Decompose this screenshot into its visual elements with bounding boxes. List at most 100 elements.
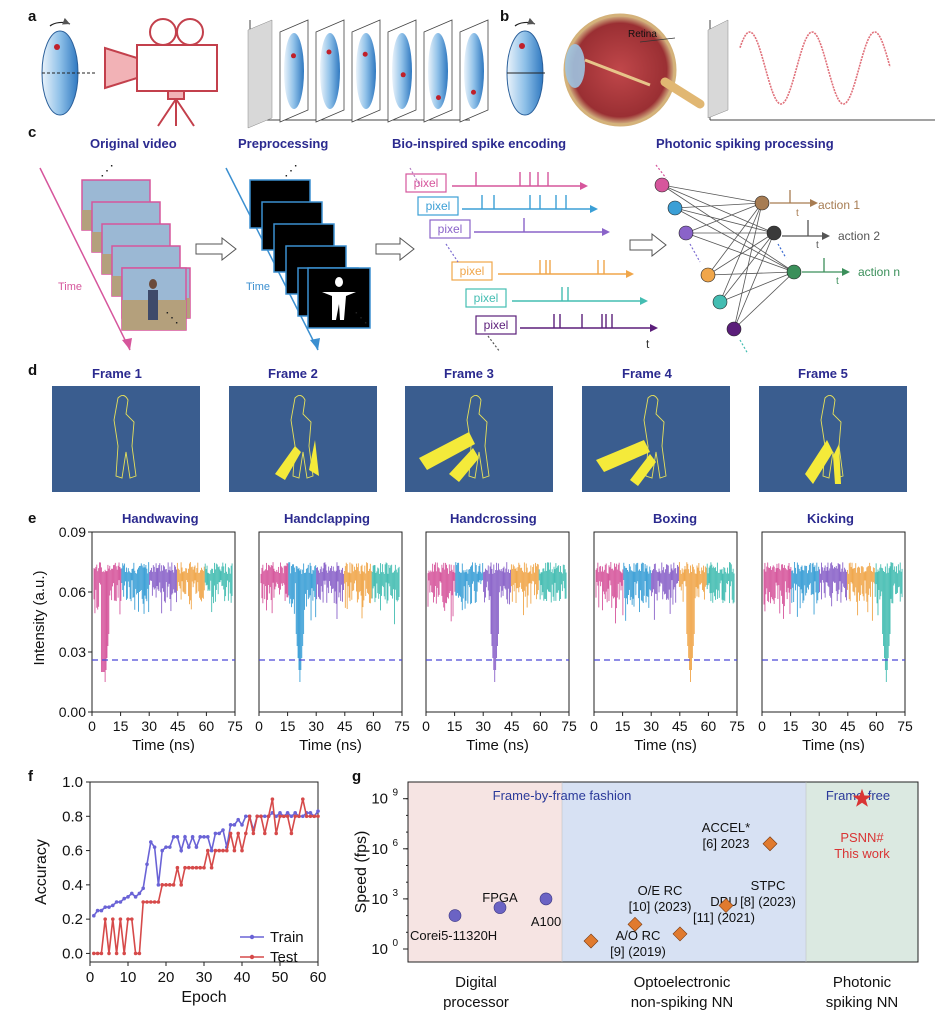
category-label: spiking NN bbox=[826, 994, 899, 1011]
action-label-2: action 2 bbox=[838, 229, 880, 243]
action-t-n: t bbox=[836, 276, 839, 287]
y-tick-exponent: 0 bbox=[392, 938, 398, 949]
plot-frame bbox=[91, 531, 236, 713]
series-point bbox=[209, 848, 214, 853]
series-point bbox=[225, 848, 229, 853]
panel-b-rotating-disc bbox=[506, 17, 545, 116]
series-point bbox=[236, 817, 240, 822]
series-point bbox=[103, 917, 107, 921]
action-t-1: t bbox=[796, 208, 799, 219]
panel-b-sine-plot bbox=[707, 19, 935, 121]
x-axis-label: Time (ns) bbox=[802, 737, 865, 754]
y-tick-exponent: 9 bbox=[392, 788, 398, 799]
x-tick-label: 0 bbox=[758, 718, 766, 734]
frame-background bbox=[52, 386, 200, 492]
silhouette-outline bbox=[643, 395, 667, 479]
spike-dots-top bbox=[409, 167, 421, 187]
legend-label: Train bbox=[270, 929, 304, 946]
series-point bbox=[285, 814, 290, 819]
spike-dots-mid bbox=[445, 243, 459, 263]
series-point bbox=[118, 900, 123, 904]
series-point bbox=[289, 831, 294, 836]
series-point bbox=[156, 883, 161, 887]
input-neuron bbox=[654, 177, 670, 193]
frame-dot bbox=[471, 89, 476, 95]
arrow-encoding-to-network bbox=[629, 232, 667, 258]
frame-dot bbox=[362, 51, 368, 57]
x-tick-label: 30 bbox=[141, 718, 157, 734]
series-point bbox=[103, 905, 107, 909]
panel-label-e: e bbox=[28, 510, 37, 527]
series-point bbox=[126, 895, 130, 899]
series-point bbox=[141, 886, 145, 891]
eye-illustration bbox=[563, 13, 705, 127]
x-axis-label: Time (ns) bbox=[466, 737, 529, 754]
pixel-label: pixel bbox=[426, 199, 451, 213]
series-point bbox=[240, 848, 244, 853]
frame-disc bbox=[284, 33, 304, 109]
series-point bbox=[168, 883, 172, 887]
prep-dots-top: ⋰ bbox=[284, 162, 298, 178]
header-spike-encoding: Bio-inspired spike encoding bbox=[392, 136, 567, 151]
category-label: Photonic bbox=[833, 974, 892, 991]
series-point bbox=[232, 823, 237, 827]
series-point bbox=[175, 835, 180, 839]
series-point bbox=[312, 814, 317, 819]
synapse bbox=[674, 202, 763, 209]
series-point bbox=[152, 845, 157, 849]
preprocessing-stack: Time ⋰⋱ bbox=[225, 162, 371, 351]
pixel-label: pixel bbox=[484, 318, 509, 332]
frame-dot bbox=[400, 72, 406, 78]
y-tick-label: 0.2 bbox=[62, 911, 83, 928]
y-tick-label: 0.06 bbox=[59, 584, 86, 600]
frame-title-3: Frame 3 bbox=[444, 366, 494, 381]
e-title-kicking: Kicking bbox=[807, 511, 854, 526]
e-ylabel: Intensity (a.u.) bbox=[31, 570, 48, 665]
point-label: [11] (2021) bbox=[693, 910, 755, 925]
spike-arrowhead bbox=[602, 228, 610, 236]
video-dots-bottom: ⋱ bbox=[165, 309, 179, 325]
series-point bbox=[301, 797, 305, 801]
net-dots-out bbox=[777, 243, 787, 259]
series-point bbox=[99, 908, 104, 913]
series-point bbox=[133, 895, 138, 899]
e-title-boxing: Boxing bbox=[653, 511, 698, 526]
series-point bbox=[145, 862, 149, 867]
series-point bbox=[168, 845, 172, 849]
series-point bbox=[213, 848, 218, 853]
y-tick-label: 10 bbox=[371, 791, 388, 808]
series-point bbox=[137, 951, 142, 956]
series-point bbox=[278, 814, 282, 819]
plot-frame bbox=[258, 531, 403, 713]
x-tick-label: 75 bbox=[897, 718, 913, 734]
data-point-star bbox=[852, 788, 872, 807]
series-point bbox=[274, 814, 279, 819]
series-point bbox=[137, 891, 142, 896]
x-tick-label: 60 bbox=[310, 969, 327, 986]
plot-frame bbox=[425, 531, 570, 713]
x-tick-label: 30 bbox=[196, 969, 213, 986]
series-point bbox=[232, 848, 237, 853]
x-tick-label: 75 bbox=[729, 718, 745, 734]
pixel-box bbox=[429, 219, 471, 239]
panel-label-c: c bbox=[28, 124, 37, 141]
series-point bbox=[122, 951, 126, 956]
x-tick-label: 50 bbox=[272, 969, 289, 986]
y-tick-label: 0.09 bbox=[59, 524, 86, 540]
series-point bbox=[107, 951, 111, 956]
series-point bbox=[149, 900, 153, 904]
series-point bbox=[206, 835, 210, 839]
series-point bbox=[259, 814, 263, 819]
series-point bbox=[164, 883, 168, 887]
synapse bbox=[733, 202, 763, 330]
x-tick-label: 60 bbox=[366, 718, 382, 734]
series-point bbox=[187, 865, 191, 870]
pixel-box bbox=[417, 196, 459, 216]
y-tick-label: 10 bbox=[371, 891, 388, 908]
spike-arrowhead bbox=[590, 205, 598, 213]
point-label: Corei5-11320H bbox=[410, 928, 497, 943]
